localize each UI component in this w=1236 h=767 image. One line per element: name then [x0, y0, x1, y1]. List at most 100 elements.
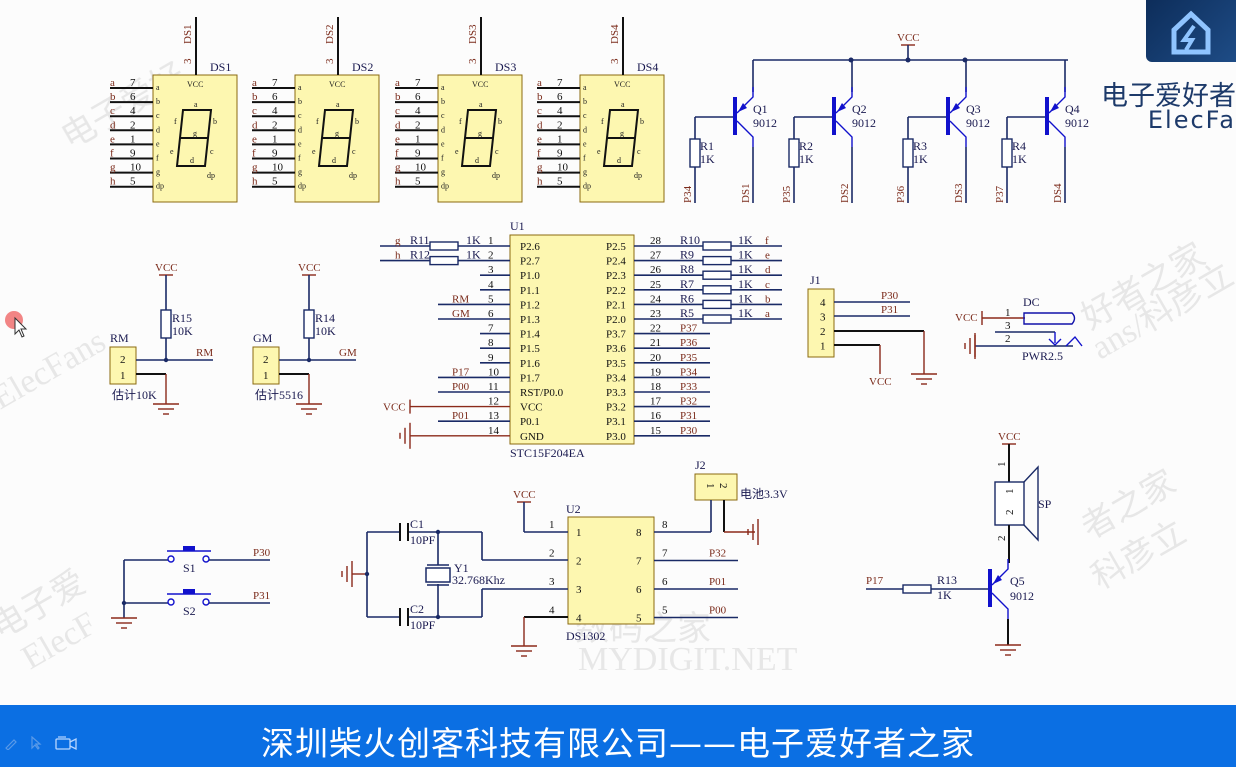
mcu-pin-number: 25 — [650, 279, 662, 291]
speaker-pin: 2 — [996, 536, 1008, 542]
rtc-body — [567, 516, 655, 625]
resistor-value: 1K — [913, 152, 928, 166]
segment-net-label: g — [252, 162, 258, 174]
segment-pin-name: d — [156, 125, 160, 134]
net-label: a — [765, 308, 770, 320]
resistor-value: 10K — [172, 324, 193, 338]
net-label: e — [765, 250, 770, 262]
segment-pin-name: g — [441, 168, 445, 177]
footer-banner: 深圳柴火创客科技有限公司——电子爱好者之家 — [0, 705, 1236, 767]
seg-e-label: e — [597, 147, 601, 156]
segment-net-label: e — [110, 133, 115, 145]
segment-pin-number: 2 — [557, 119, 563, 131]
segment-net-label: b — [537, 91, 543, 103]
mcu-pin-number: 26 — [650, 264, 662, 276]
mcu-pin-name: P3.1 — [606, 416, 626, 428]
segment-pin-number: 6 — [557, 91, 563, 103]
common-net-label: DS2 — [324, 24, 336, 44]
transistor-ref: Q5 — [1010, 574, 1025, 588]
segment-net-label: d — [537, 119, 543, 131]
resistor-r10 — [702, 241, 732, 251]
segment-net-label: g — [110, 162, 116, 174]
rtc-pin-number: 5 — [662, 605, 668, 617]
segment-pin-number: 1 — [557, 133, 563, 145]
seven-segment-digit — [175, 109, 213, 167]
mcu-pin-number: 8 — [488, 337, 494, 349]
transistor-part: 9012 — [1065, 116, 1089, 130]
mcu-pin-name: P2.5 — [606, 241, 626, 253]
seg-f-label: f — [601, 117, 604, 126]
segment-pin-name: c — [156, 111, 160, 120]
resistor-ref: R7 — [680, 277, 694, 291]
segment-pin-number: 7 — [130, 77, 136, 89]
rtc-pin-name: 2 — [576, 556, 582, 568]
camera-icon[interactable] — [54, 735, 78, 751]
seg-e-label: e — [455, 147, 459, 156]
segment-net-label: a — [537, 77, 542, 89]
mcu-pin-name: P3.5 — [606, 358, 626, 370]
vcc-inner-label: VCC — [614, 80, 630, 89]
seven-segment-digit — [317, 109, 355, 167]
seg-b-label: b — [640, 117, 644, 126]
mcu-pin-number: 21 — [650, 337, 661, 349]
capacitor-value: 10PF — [410, 618, 436, 632]
rtc-pin-name: 4 — [576, 613, 582, 625]
segment-pin-number: 6 — [130, 91, 136, 103]
vcc-label: VCC — [383, 402, 406, 414]
segment-net-label: d — [395, 119, 401, 131]
resistor-value: 1K — [1012, 152, 1027, 166]
segment-pin-name: g — [583, 168, 587, 177]
resistor-ref: R10 — [680, 233, 700, 247]
rtc-pin-number: 4 — [549, 605, 555, 617]
segment-pin-number: 7 — [272, 77, 278, 89]
net-label: h — [395, 250, 401, 262]
resistor-r6 — [702, 299, 732, 310]
segment-net-label: f — [537, 148, 541, 160]
junction-dot — [435, 529, 441, 535]
segment-net-label: h — [395, 176, 401, 188]
mcu-pin-name: P0.1 — [520, 416, 540, 428]
mcu-pin-number: 2 — [488, 250, 494, 262]
junction-dot — [306, 357, 312, 363]
common-pin-number: 3 — [467, 58, 479, 64]
logo-text-cn: 电子爱好者 — [1101, 81, 1236, 112]
net-label: P31 — [253, 590, 270, 602]
net-label: RM — [452, 293, 469, 305]
j1-body — [807, 288, 835, 358]
speaker-ref: SP — [1038, 497, 1052, 511]
mcu-pin-number: 5 — [488, 293, 494, 305]
segment-pin-number: 9 — [272, 148, 278, 160]
resistor-value: 1K — [700, 152, 715, 166]
net-label: P17 — [452, 366, 470, 378]
base-net-label: P35 — [781, 185, 793, 203]
ground-symbol — [111, 617, 137, 629]
j1-pin-number: 4 — [820, 297, 826, 309]
base-net-label: P37 — [994, 185, 1006, 203]
resistor-r11 — [429, 241, 459, 251]
crystal-ref: Y1 — [454, 561, 469, 575]
dc-pin: 1 — [1005, 307, 1011, 319]
segment-pin-number: 6 — [272, 91, 278, 103]
dc-pin: 2 — [1005, 333, 1011, 345]
speaker-body — [994, 481, 1025, 526]
emitter-arrow — [951, 103, 960, 112]
seg-e-label: e — [312, 147, 316, 156]
transistor-part: 9012 — [753, 116, 777, 130]
segment-pin-number: 10 — [272, 162, 284, 174]
segment-pin-name: a — [441, 83, 445, 92]
resistor-r12 — [429, 255, 459, 266]
segment-pin-number: 1 — [272, 133, 278, 145]
pointer-icon[interactable] — [30, 736, 42, 750]
ground-symbol — [153, 403, 179, 415]
segment-pin-name: b — [441, 97, 445, 106]
segment-pin-name: c — [298, 111, 302, 120]
transistor-part: 9012 — [1010, 589, 1034, 603]
mcu-pin-number: 10 — [488, 366, 500, 378]
mcu-pin-number: 23 — [650, 308, 662, 320]
pen-icon[interactable] — [4, 736, 18, 750]
